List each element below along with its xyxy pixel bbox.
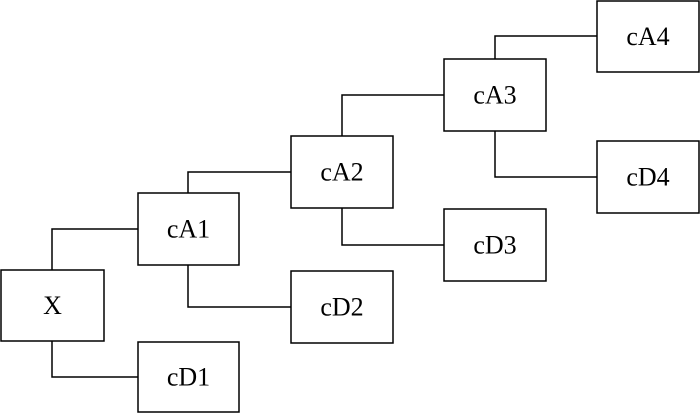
node-ca1-label: cA1 <box>167 215 210 244</box>
node-cd1-label: cD1 <box>167 363 210 392</box>
node-cd3-label: cD3 <box>473 231 516 260</box>
node-cd2: cD2 <box>290 270 394 344</box>
node-ca1: cA1 <box>137 192 240 266</box>
node-cd1: cD1 <box>137 341 240 413</box>
edge-ca2-ca3 <box>341 94 444 136</box>
node-ca3-label: cA3 <box>473 81 516 110</box>
edge-ca3-ca4 <box>494 35 597 59</box>
edge-ca3-cd4 <box>494 131 597 178</box>
node-ca4-label: cA4 <box>626 22 669 51</box>
node-ca2-label: cA2 <box>320 158 363 187</box>
node-x-label: X <box>43 291 62 320</box>
node-cd4: cD4 <box>596 140 700 214</box>
edge-x-cd1 <box>51 341 138 378</box>
node-x: X <box>0 269 105 342</box>
edge-ca1-ca2 <box>187 171 291 193</box>
node-ca3: cA3 <box>443 58 547 132</box>
edge-x-ca1 <box>51 228 138 270</box>
edge-ca2-cd3 <box>341 208 444 246</box>
node-cd3: cD3 <box>443 208 547 282</box>
node-ca4: cA4 <box>596 0 700 73</box>
node-cd4-label: cD4 <box>626 163 669 192</box>
connectors <box>51 35 597 378</box>
edge-ca1-cd2 <box>187 265 291 308</box>
node-cd2-label: cD2 <box>320 293 363 322</box>
node-ca2: cA2 <box>290 135 394 209</box>
